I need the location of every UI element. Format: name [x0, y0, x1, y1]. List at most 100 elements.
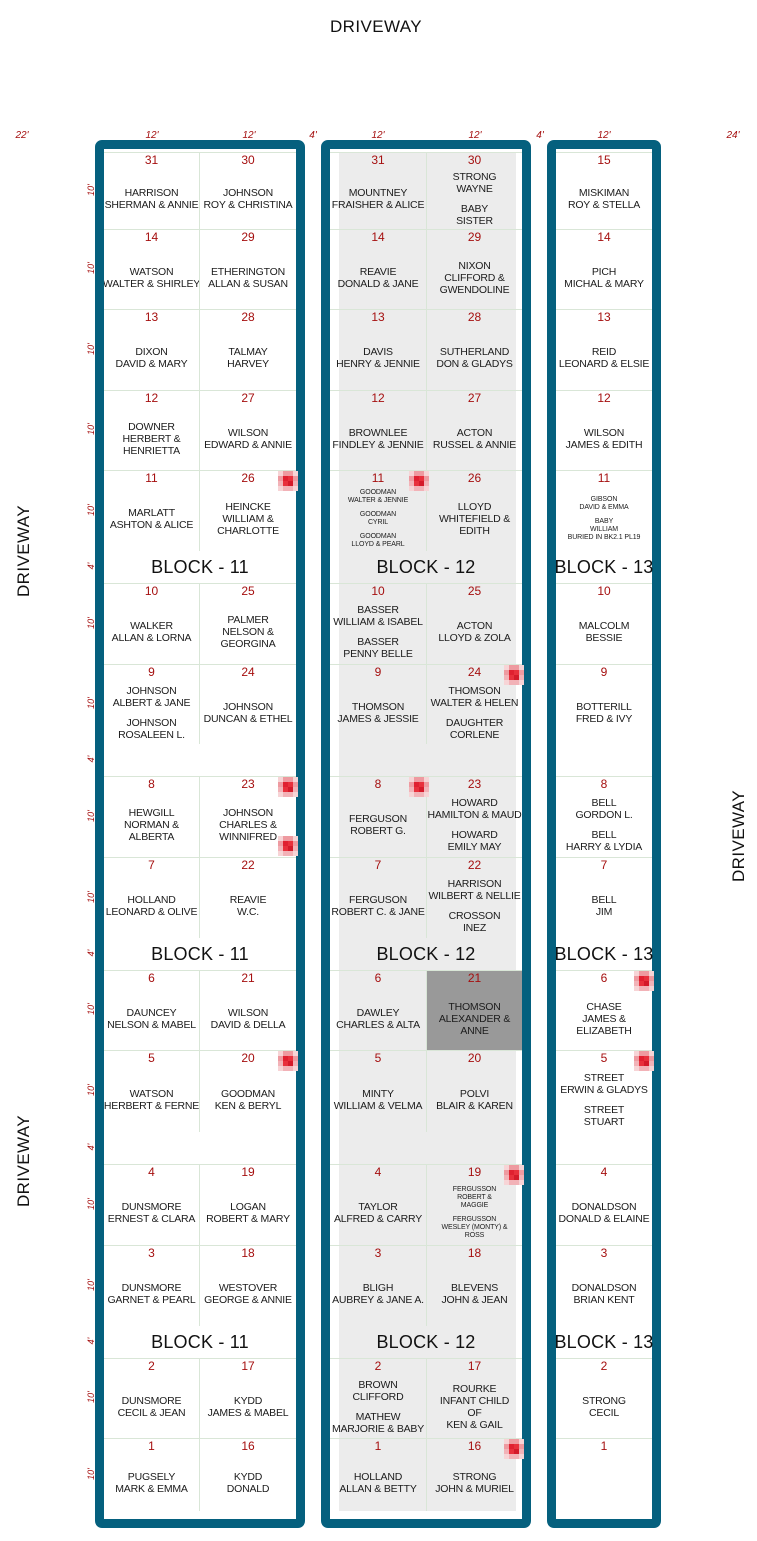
plot-name-line: ALLAN & SUSAN — [208, 278, 288, 290]
row-height-label: 10' — [86, 1467, 96, 1480]
block-13-frame — [547, 140, 661, 1528]
block-label-b13: BLOCK - 13 — [554, 1332, 654, 1352]
plot-name-line: GEORGINA — [220, 638, 276, 650]
plot-name-line: TALMAY — [228, 346, 268, 358]
driveway-left-lower-label: DRIVEWAY — [14, 1115, 33, 1207]
plot-name-line: FINDLEY & JENNIE — [332, 439, 424, 451]
plot-name-line: REID — [591, 346, 617, 358]
plot-number: 18 — [241, 1246, 255, 1260]
width-label-b11-col1: 12' — [145, 130, 159, 141]
plot-name-line: HOLLAND — [127, 894, 176, 906]
plot-name-line: WESLEY (MONTY) & — [441, 1224, 508, 1231]
plot-name-line: PENNY BELLE — [343, 648, 413, 660]
plot-name-line: MOUNTNEY — [348, 187, 408, 199]
plot-name-line: MARJORIE & BABY — [331, 1423, 425, 1435]
plot-name-line: BELL — [591, 894, 617, 906]
plot-name-line: PUGSELY — [127, 1471, 176, 1483]
width-label-left-edge: 22' — [15, 130, 29, 141]
width-label-path-2: 4' — [536, 130, 544, 141]
plot-name-line: FERGUSSON — [452, 1216, 497, 1223]
plot-name-line: WILLIAM & ISABEL — [333, 616, 423, 628]
plot-name-line: GOODMAN — [359, 511, 397, 518]
grave-marker-icon — [634, 971, 654, 991]
row-height-label: 10' — [86, 1391, 96, 1403]
plot-number: 29 — [467, 230, 482, 244]
plot-name-line: ROBERT & — [457, 1194, 492, 1201]
row-height-label: 10' — [86, 262, 96, 274]
plot-name-line: HOWARD — [451, 829, 498, 841]
plot-name-line: HOLLAND — [353, 1471, 403, 1483]
plot-name-line: KYDD — [233, 1471, 263, 1483]
plot-number: 25 — [241, 584, 255, 598]
plot-name-line: DUNCAN & ETHEL — [203, 713, 293, 725]
plot-name-line: FERGUSON — [349, 813, 407, 825]
grave-marker-icon — [278, 471, 298, 491]
plot-number: 9 — [374, 665, 382, 679]
plot-number: 4 — [148, 1165, 155, 1179]
plot-name-line: ERNEST & CLARA — [107, 1213, 196, 1225]
plot-name-line: DONALD & JANE — [337, 278, 419, 290]
plot-name-line: HARRY & LYDIA — [565, 841, 643, 853]
plot-name-line: REAVIE — [229, 894, 267, 906]
plot-name-line: STRONG — [582, 1395, 626, 1407]
grave-marker-icon — [278, 1051, 298, 1071]
plot-name-line: TAYLOR — [358, 1201, 398, 1213]
plot-name-line: AUBREY & JANE A. — [332, 1294, 424, 1306]
plot-number: 8 — [600, 777, 608, 791]
plot-number: 6 — [148, 971, 155, 985]
block-label-b12: BLOCK - 12 — [376, 944, 476, 964]
grave-marker-icon — [278, 836, 298, 856]
plot-name-line: WATSON — [129, 1088, 174, 1100]
plot-number: 22 — [467, 858, 482, 872]
plot-number: 13 — [597, 310, 611, 324]
plot-name-line: CLIFFORD — [352, 1391, 404, 1403]
plot-name-line: ANNE — [460, 1025, 489, 1037]
grave-marker-icon — [278, 777, 298, 797]
plot-name-line: REAVIE — [359, 266, 397, 278]
plot-name-line: STUART — [583, 1116, 625, 1128]
plot-name-line: CHARLOTTE — [217, 525, 279, 537]
plot-number: 12 — [597, 391, 611, 405]
plot-name-line: DAWLEY — [356, 1007, 400, 1019]
plot-name-line: EMILY MAY — [447, 841, 502, 853]
plot-number: 16 — [241, 1439, 255, 1453]
plot-name-line: ROY & CHRISTINA — [203, 199, 293, 211]
plot-name-line: ACTON — [456, 620, 493, 632]
plot-number: 1 — [374, 1439, 382, 1453]
plot-name-line: WHITEFIELD & — [438, 513, 511, 525]
block-11-frame — [95, 140, 305, 1528]
plot-name-line: MISKIMAN — [578, 187, 630, 199]
